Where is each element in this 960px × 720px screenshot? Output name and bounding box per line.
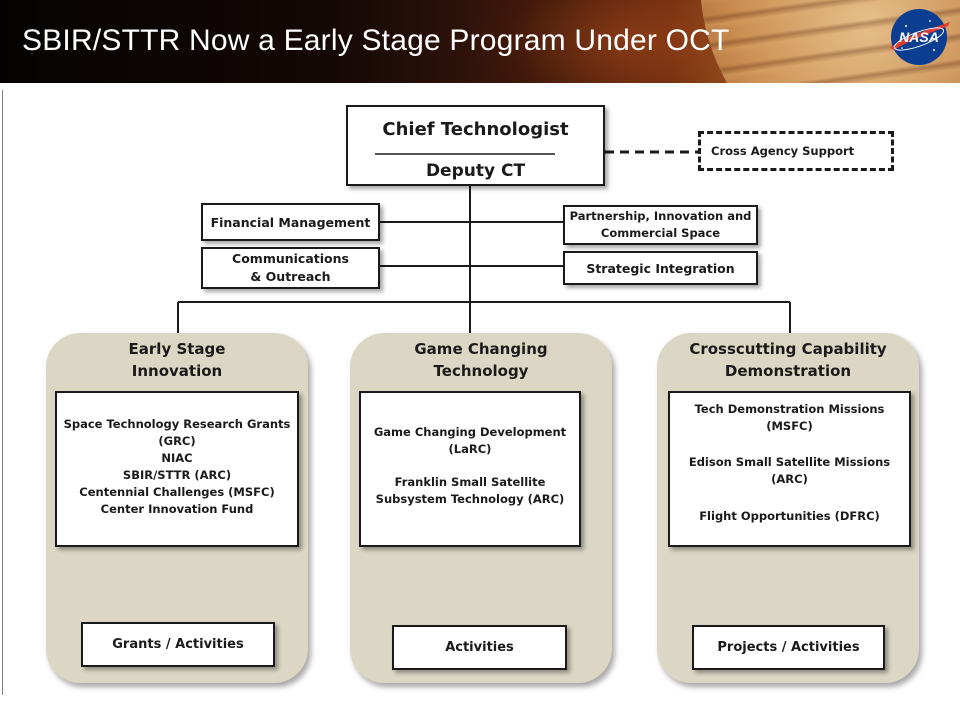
cross-agency-support-box: Cross Agency Support (698, 131, 894, 171)
division-bottom-box: Activities (392, 625, 567, 670)
deputy-title: Deputy CT (425, 161, 526, 181)
program-item: Centennial Challenges (MSFC) (79, 485, 275, 499)
division-title: Crosscutting Capability Demonstration (657, 338, 919, 382)
financial-management-box: Financial Management (201, 203, 380, 241)
division-title-line1: Game Changing (414, 340, 548, 358)
division-bottom-box: Projects / Activities (692, 625, 885, 670)
division-bottom-label: Projects / Activities (717, 640, 860, 655)
communications-box: Communications & Outreach (201, 247, 380, 289)
division-title-line2: Demonstration (724, 362, 852, 380)
nasa-logo-icon: NASA (890, 9, 950, 65)
program-spacer (670, 435, 909, 454)
communications-label-line1: Communications (232, 251, 349, 266)
nasa-logo-text: NASA (899, 29, 939, 45)
division-bottom-label: Activities (445, 640, 514, 655)
program-item: SBIR/STTR (ARC) (122, 468, 232, 482)
chief-divider (375, 153, 555, 155)
strategic-integration-box: Strategic Integration (563, 251, 758, 285)
division-title-line1: Crosscutting Capability (689, 340, 887, 358)
program-item: Subsystem Technology (ARC) (375, 492, 565, 506)
division-title-line2: Technology (433, 362, 529, 380)
division-programs-box: Game Changing Development (LaRC) Frankli… (359, 391, 581, 547)
partnership-label-line1: Partnership, Innovation and (569, 209, 752, 223)
partnership-label-line2: Commercial Space (600, 226, 721, 240)
division-bottom-label: Grants / Activities (112, 637, 244, 652)
division-bottom-box: Grants / Activities (81, 622, 275, 667)
financial-management-label: Financial Management (210, 214, 371, 230)
division-title-line2: Innovation (131, 362, 223, 380)
program-item: NIAC (161, 451, 193, 465)
program-item: Space Technology Research Grants (63, 417, 291, 431)
program-item: Tech Demonstration Missions (694, 402, 885, 416)
strategic-integration-label: Strategic Integration (586, 260, 735, 276)
program-item: Flight Opportunities (DFRC) (699, 509, 880, 523)
program-item: (MSFC) (766, 419, 813, 433)
division-title: Game Changing Technology (350, 338, 612, 382)
division-title: Early Stage Innovation (46, 338, 308, 382)
chief-title: Chief Technologist (382, 119, 569, 140)
cross-agency-label: Cross Agency Support (711, 144, 855, 158)
program-item: (ARC) (771, 472, 808, 486)
communications-label-line2: & Outreach (250, 269, 331, 284)
program-item: (GRC) (158, 434, 196, 448)
division-title-line1: Early Stage (128, 340, 226, 358)
left-rule (2, 90, 3, 695)
slide-title: SBIR/STTR Now a Early Stage Program Unde… (22, 24, 730, 57)
program-item: Center Innovation Fund (100, 502, 254, 516)
partnership-box: Partnership, Innovation and Commercial S… (563, 205, 758, 245)
program-item: Game Changing Development (373, 425, 567, 439)
division-programs-box: Space Technology Research Grants (GRC) N… (55, 391, 299, 547)
header-banner: SBIR/STTR Now a Early Stage Program Unde… (0, 0, 960, 83)
program-item: Franklin Small Satellite (394, 475, 546, 489)
program-spacer (361, 458, 579, 474)
program-item: (LaRC) (448, 442, 492, 456)
program-item: Edison Small Satellite Missions (688, 455, 891, 469)
division-programs-box: Tech Demonstration Missions (MSFC) Ediso… (668, 391, 911, 547)
chief-technologist-box: Chief Technologist Deputy CT (346, 105, 605, 186)
program-spacer (670, 488, 909, 508)
